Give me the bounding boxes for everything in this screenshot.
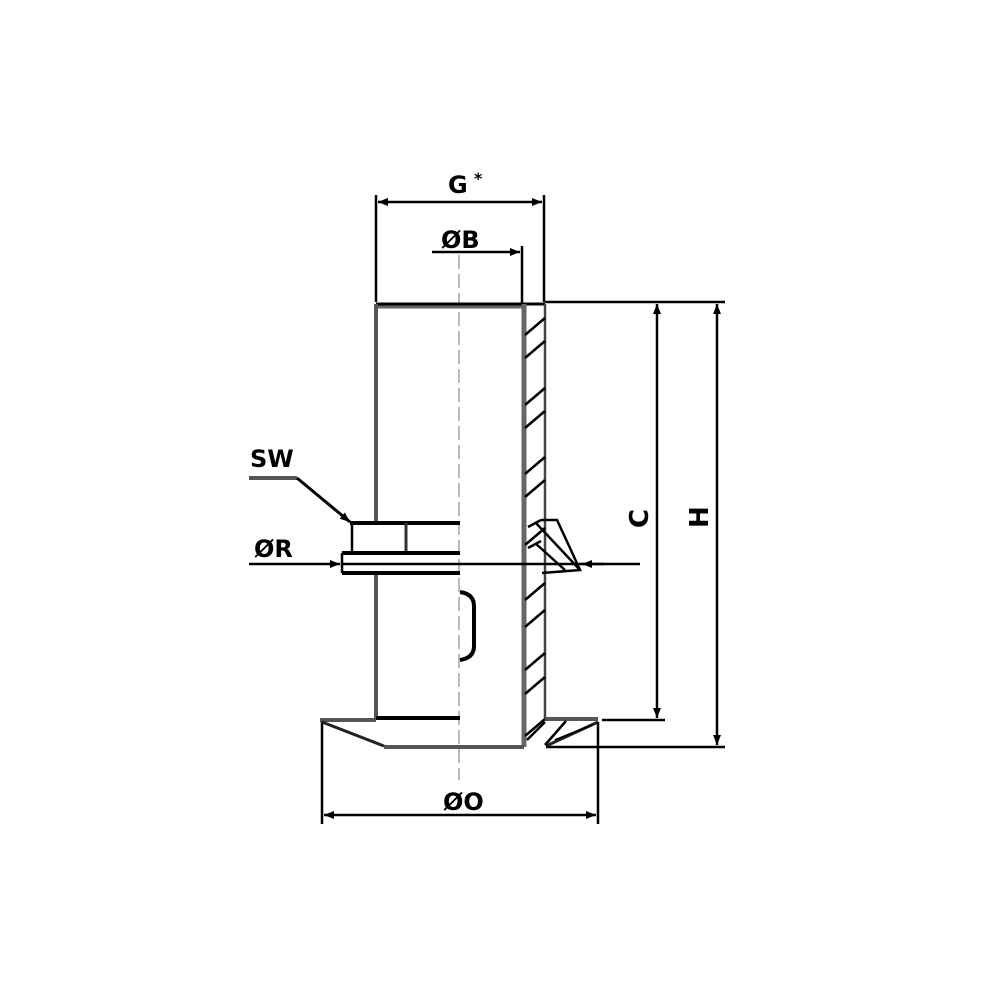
label-b: ØB bbox=[441, 226, 480, 254]
label-g-asterisk: * bbox=[474, 169, 483, 188]
side-gasket bbox=[527, 518, 582, 575]
hex-nut bbox=[350, 521, 460, 552]
label-c: C bbox=[625, 509, 655, 528]
dimension-sw: SW bbox=[249, 445, 351, 524]
dimension-c: C bbox=[545, 300, 725, 722]
port-seal bbox=[459, 590, 476, 662]
dimension-r: ØR bbox=[249, 535, 640, 568]
flange bbox=[320, 716, 599, 749]
dimension-o: ØO bbox=[320, 722, 600, 824]
label-h: H bbox=[685, 506, 715, 528]
dimension-h: H bbox=[546, 304, 725, 749]
dimension-b: ØB bbox=[432, 226, 524, 304]
label-r: ØR bbox=[254, 535, 293, 563]
dimension-g: G * bbox=[374, 169, 546, 302]
label-g: G bbox=[448, 171, 468, 199]
tube-body bbox=[374, 302, 547, 747]
label-o: ØO bbox=[443, 788, 484, 816]
label-sw: SW bbox=[250, 445, 294, 473]
